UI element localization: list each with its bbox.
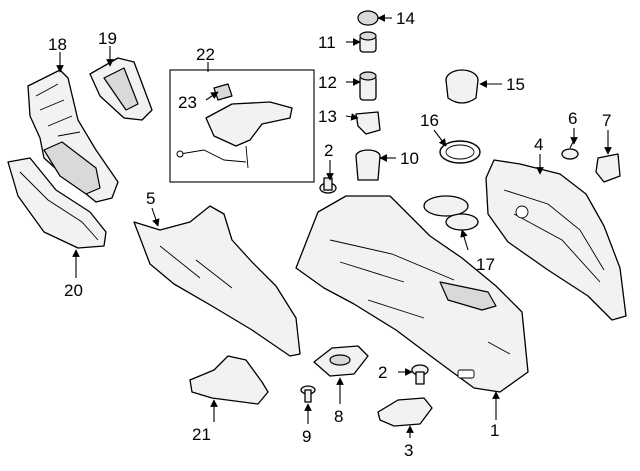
part-13-bracket bbox=[355, 111, 381, 135]
callout-12: 12 bbox=[318, 73, 337, 92]
leader-lines bbox=[56, 14, 612, 438]
part-14-cap bbox=[357, 10, 379, 26]
part-11-socket bbox=[359, 31, 377, 53]
callout-8: 8 bbox=[334, 407, 343, 426]
part-16-ring bbox=[439, 140, 481, 164]
part-22-linkage-box bbox=[169, 69, 315, 183]
callout-19: 19 bbox=[98, 29, 117, 48]
part-12-socket bbox=[359, 71, 377, 101]
callout-4: 4 bbox=[534, 135, 543, 154]
callout-9: 9 bbox=[302, 427, 311, 446]
part-3-bracket bbox=[377, 397, 433, 427]
part-9-fastener bbox=[300, 385, 316, 403]
callout-2-lower: 2 bbox=[378, 363, 387, 382]
callout-1: 1 bbox=[490, 421, 499, 440]
part-18-shifter-trim bbox=[27, 69, 119, 203]
callout-18: 18 bbox=[48, 35, 67, 54]
part-5-side-panel bbox=[133, 205, 301, 357]
callout-3: 3 bbox=[404, 441, 413, 460]
part-20-side-trim bbox=[7, 157, 107, 249]
part-8-base bbox=[313, 345, 369, 377]
part-21-bracket bbox=[189, 355, 269, 405]
callout-2-upper: 2 bbox=[324, 141, 333, 160]
callout-5: 5 bbox=[146, 189, 155, 208]
callout-10: 10 bbox=[400, 149, 419, 168]
callout-14: 14 bbox=[396, 9, 415, 28]
part-2-screw-lower bbox=[411, 364, 429, 385]
part-1-console-body bbox=[295, 195, 529, 393]
callout-13: 13 bbox=[318, 107, 337, 126]
callout-16: 16 bbox=[420, 111, 439, 130]
part-19-bezel bbox=[89, 57, 153, 121]
callout-20: 20 bbox=[64, 281, 83, 300]
callout-6: 6 bbox=[568, 109, 577, 128]
part-7-bracket bbox=[595, 153, 621, 183]
part-15-cupholder bbox=[445, 69, 479, 104]
callout-7: 7 bbox=[602, 111, 611, 130]
part-2-screw-upper bbox=[319, 177, 337, 194]
part-6-pin bbox=[561, 139, 579, 160]
part-10-socket bbox=[355, 149, 381, 181]
part-4-side-panel bbox=[485, 159, 627, 321]
callout-15: 15 bbox=[506, 75, 525, 94]
callout-23: 23 bbox=[178, 93, 197, 112]
part-17-cupholder-ring bbox=[423, 195, 479, 231]
callout-21: 21 bbox=[192, 425, 211, 444]
callout-labels: 18 19 20 22 23 5 14 11 12 13 10 15 16 17… bbox=[48, 9, 611, 460]
callout-11: 11 bbox=[318, 33, 336, 52]
callout-22: 22 bbox=[196, 45, 215, 64]
callout-17: 17 bbox=[476, 255, 495, 274]
